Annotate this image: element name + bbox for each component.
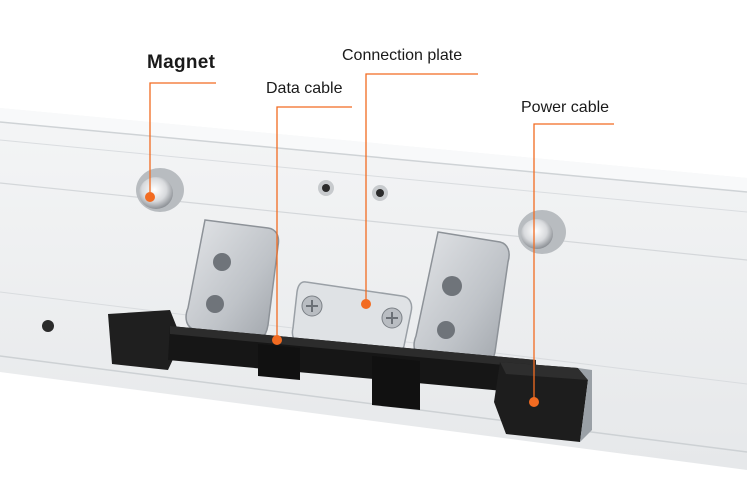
data-cable-dot (272, 335, 282, 345)
data-cable-label: Data cable (266, 80, 343, 97)
power-cable-leader (533, 123, 614, 402)
magnet-left (136, 168, 184, 212)
connection-plate-dot (361, 299, 371, 309)
rail-holes (42, 180, 388, 332)
power-cable-dot (529, 397, 539, 407)
power-cable-label: Power cable (521, 99, 610, 116)
connection-plate (291, 281, 413, 357)
data-cable-connector (108, 310, 536, 410)
connection-plate-leader (365, 73, 478, 304)
magnet-label: Magnet (147, 52, 216, 73)
data-cable-leader (276, 106, 352, 340)
rail-profile (0, 108, 747, 470)
magnet-right (518, 210, 566, 254)
magnet-dot (145, 192, 155, 202)
magnet-leader (149, 82, 216, 197)
callout-lines (149, 73, 614, 402)
spring-clip-left (185, 219, 280, 344)
connection-plate-label: Connection plate (342, 47, 463, 64)
callout-dots (145, 192, 539, 407)
power-cable-connector (494, 362, 592, 442)
